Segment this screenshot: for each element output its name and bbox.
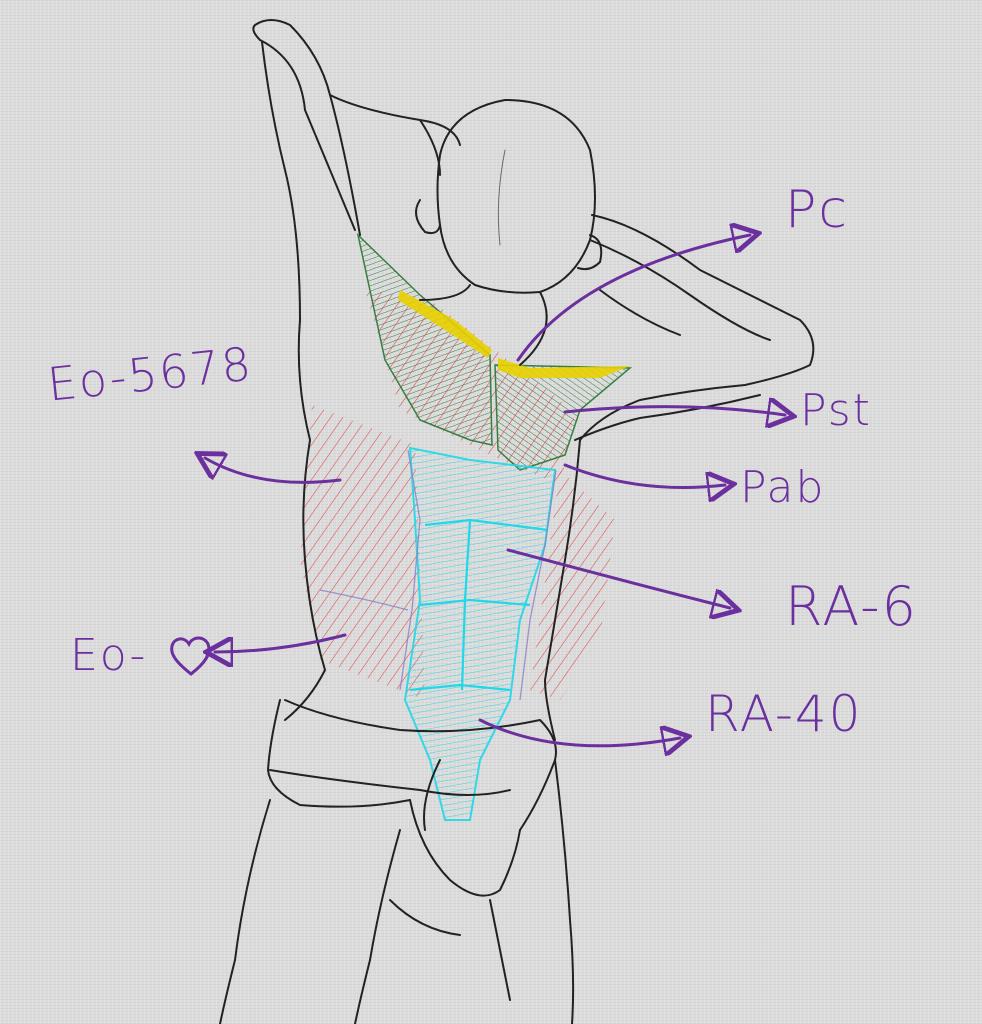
left-leg (219, 799, 271, 1024)
label-pab: Pab (740, 462, 826, 513)
arrow-ra6 (506, 548, 730, 608)
arrow-eoheart (215, 633, 347, 652)
head (436, 99, 596, 294)
arrow-eo5678 (205, 458, 342, 484)
label-ra40: RA-40 (705, 685, 863, 743)
waistband (284, 699, 557, 831)
pectoralis-sternal-right (494, 364, 633, 471)
label-pc: Pc (785, 180, 849, 240)
arrow-pab (563, 463, 725, 488)
pectoralis-sternal-left (356, 232, 493, 446)
right-leg (554, 759, 575, 1024)
figure-outline (219, 19, 815, 1024)
heart-icon (168, 634, 214, 682)
arrow-pc (516, 235, 750, 362)
rectus-abdominis (403, 446, 557, 821)
rectus-abdominis-segments (409, 518, 549, 692)
pectoralis-clavicular-right (498, 358, 630, 378)
pectoralis-clavicular-left (398, 290, 492, 358)
left-arm (252, 19, 461, 231)
label-eoheart: Eo- (70, 630, 148, 681)
muscle-layers (300, 232, 633, 821)
arrow-ra40 (478, 718, 680, 746)
external-oblique-left (300, 405, 425, 700)
label-pst: Pst (800, 385, 872, 436)
arrow-pst (563, 407, 785, 415)
right-arm (579, 214, 815, 441)
label-ra6: RA-6 (785, 575, 918, 638)
rectus-sheath (319, 449, 557, 701)
torso-right (544, 439, 581, 741)
annotation-arrows (205, 235, 785, 746)
torso-left (284, 319, 326, 721)
